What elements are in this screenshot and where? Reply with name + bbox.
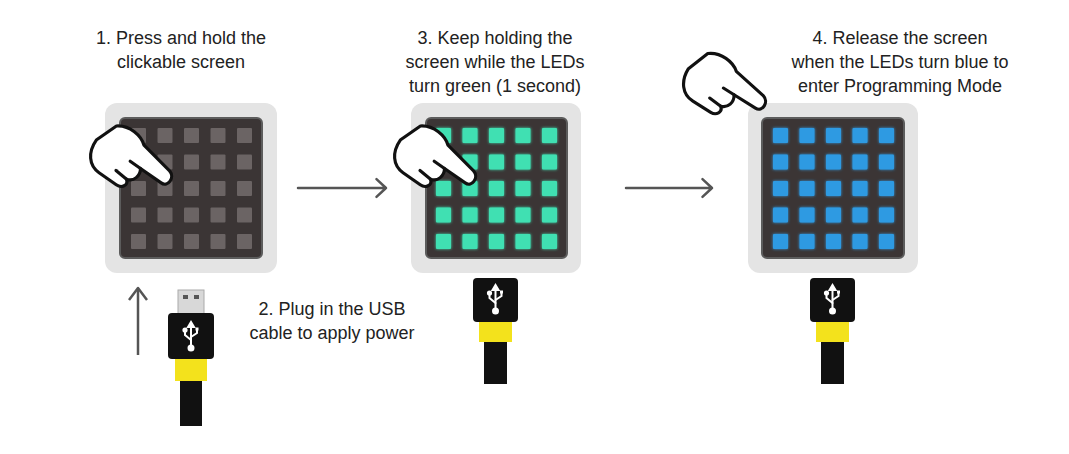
step-text: 3. Keep holding the screen while the LED… (395, 26, 595, 98)
flow-arrow (298, 179, 386, 197)
step-text: 1. Press and hold the clickable screen (76, 26, 286, 74)
step-label: 2. Plug in the USB cable to apply power (247, 297, 417, 345)
step-node: 1. Press and hold the clickable screen (64, 26, 298, 276)
step-node: 3. Keep holding the screen while the LED… (386, 26, 626, 276)
flow-arrow (626, 179, 712, 197)
step-text: 4. Release the screen when the LEDs turn… (790, 26, 1010, 98)
step-node: 4. Release the screen when the LEDs turn… (712, 26, 1042, 276)
